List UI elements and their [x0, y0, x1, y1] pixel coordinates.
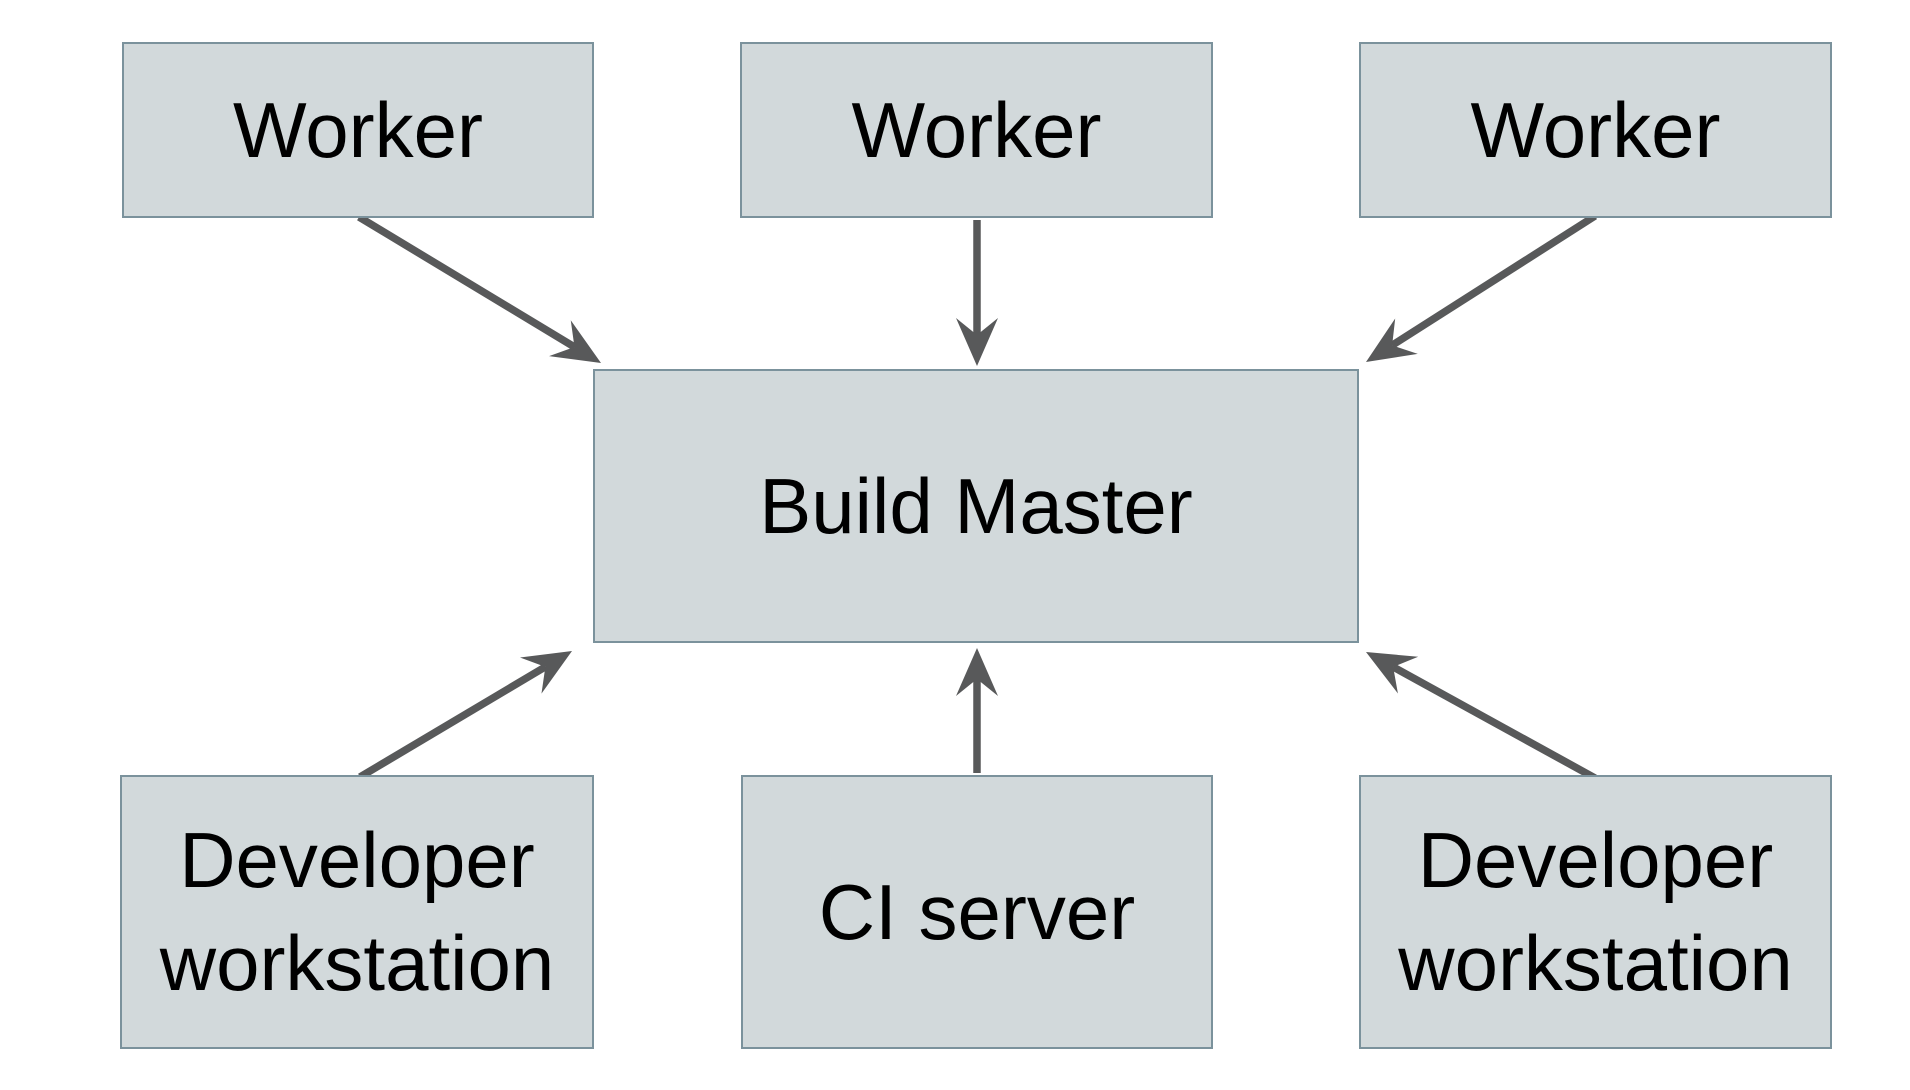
arrowhead-icon-worker-1-to-build-master [549, 320, 601, 363]
node-developer-workstation-left: Developer workstation [120, 775, 594, 1049]
node-worker-3: Worker [1359, 42, 1832, 218]
node-ci-server: CI server [741, 775, 1213, 1049]
node-worker-2-label: Worker [851, 85, 1102, 174]
arrow-shaft-worker-3-to-build-master [1390, 212, 1598, 349]
arrow-shaft-worker-1-to-build-master [357, 213, 577, 351]
arrow-shaft-developer-workstation-right-to-build-master [1391, 663, 1597, 782]
node-developer-workstation-right-label: Developer workstation [1398, 816, 1793, 1007]
node-build-master: Build Master [593, 369, 1359, 643]
arrowhead-icon-developer-workstation-right-to-build-master [1366, 652, 1419, 694]
node-ci-server-label: CI server [818, 867, 1136, 956]
arrowhead-icon-ci-server-to-build-master [956, 648, 998, 696]
node-worker-1: Worker [122, 42, 594, 218]
arrowhead-icon-developer-workstation-left-to-build-master [520, 651, 572, 694]
node-worker-2: Worker [740, 42, 1213, 218]
node-worker-1-label: Worker [233, 85, 483, 174]
node-build-master-label: Build Master [759, 461, 1193, 550]
node-worker-3-label: Worker [1470, 85, 1721, 174]
arrow-shaft-developer-workstation-left-to-build-master [358, 663, 548, 781]
arrowhead-icon-worker-2-to-build-master [956, 318, 998, 366]
arrowhead-icon-worker-3-to-build-master [1366, 318, 1418, 362]
node-developer-workstation-left-label: Developer workstation [159, 816, 555, 1007]
node-developer-workstation-right: Developer workstation [1359, 775, 1832, 1049]
